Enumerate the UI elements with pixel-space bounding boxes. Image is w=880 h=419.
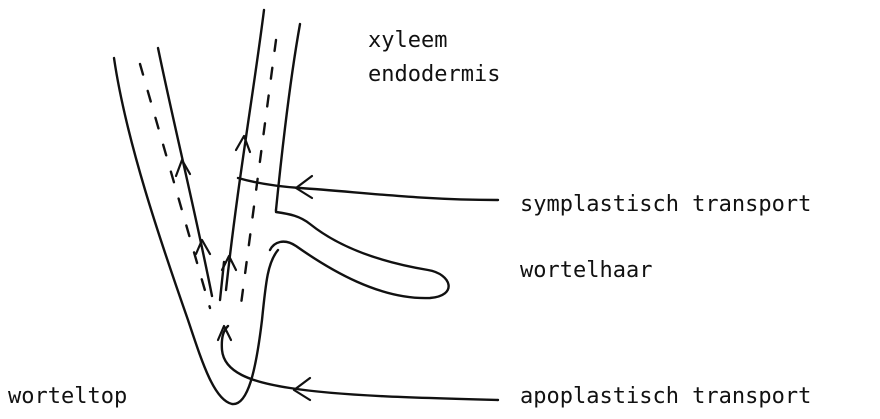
label-wortelhaar: wortelhaar xyxy=(520,260,652,282)
label-worteltop: worteltop xyxy=(8,386,127,408)
label-symplastisch-transport: symplastisch transport xyxy=(520,194,811,216)
root-outline xyxy=(114,58,278,404)
label-apoplastisch-transport: apoplastisch transport xyxy=(520,386,811,408)
arrowhead-up-1 xyxy=(176,160,190,176)
endodermis-line-left xyxy=(140,64,210,308)
root-hair-outline xyxy=(270,210,449,298)
apoplastic-transport-arrow xyxy=(222,326,498,400)
arrowhead-up-2 xyxy=(236,136,250,152)
symplastic-arrowhead xyxy=(296,176,312,198)
label-endodermis: endodermis xyxy=(368,64,500,86)
xylem-flow-line-right xyxy=(226,10,264,290)
root-outline-right xyxy=(276,24,300,210)
endodermis-line-right xyxy=(240,40,276,312)
label-xyleem: xyleem xyxy=(368,30,447,52)
